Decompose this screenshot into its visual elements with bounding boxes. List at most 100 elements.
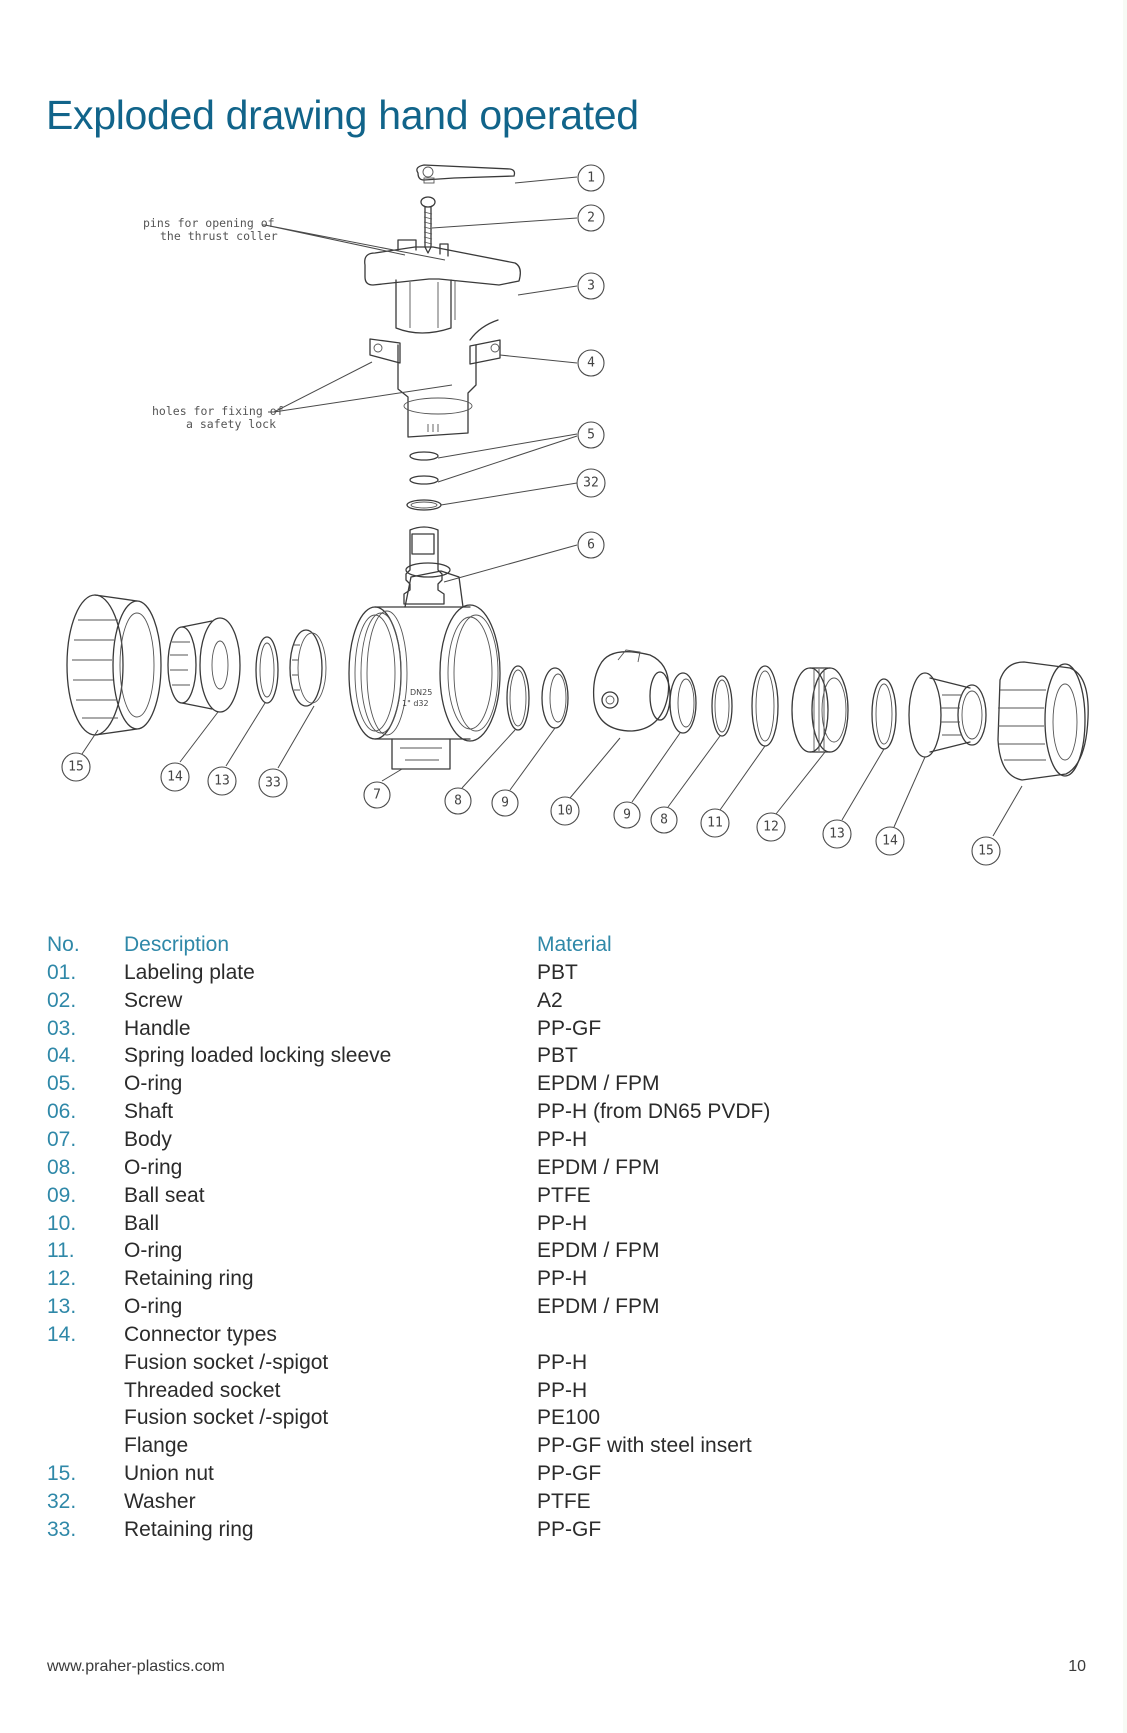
exploded-drawing: DN25 1" d32	[61, 164, 1089, 866]
row-material: EPDM / FPM	[537, 1295, 660, 1319]
callout-5: 5	[577, 421, 605, 449]
row-number: 02.	[47, 988, 77, 1012]
row-number: 05.	[47, 1072, 77, 1096]
annotation-pins-leader	[262, 224, 446, 261]
row-description: O-ring	[124, 1072, 183, 1096]
body-engraving-dn: DN25	[410, 688, 432, 697]
body-engraving-size: 1" d32	[402, 699, 429, 708]
callout-14-right: 14	[875, 826, 905, 856]
callout-4: 4	[577, 349, 605, 377]
row-number: 14.	[47, 1322, 77, 1346]
svg-text:1: 1	[587, 171, 595, 186]
callout-6: 6	[577, 531, 605, 559]
table-row: 05. O-ring EPDM / FPM	[0, 1070, 1127, 1098]
svg-text:6: 6	[587, 538, 595, 553]
callout-3: 3	[577, 272, 605, 300]
row-number: 04.	[47, 1044, 77, 1068]
row-number: 11.	[47, 1239, 75, 1263]
row-number: 13.	[47, 1295, 77, 1319]
svg-text:14: 14	[882, 834, 898, 849]
row-material: PP-GF with steel insert	[537, 1434, 752, 1458]
part-union-nut-left	[66, 594, 162, 736]
row-number: 10.	[47, 1211, 77, 1235]
callout-15-left: 15	[61, 752, 91, 782]
row-description: Screw	[124, 988, 183, 1012]
callout-8-left: 8	[444, 787, 472, 815]
part-connector-right	[908, 672, 987, 758]
page-edge-strip	[1123, 0, 1127, 1733]
svg-text:5: 5	[587, 428, 595, 443]
row-description: Fusion socket /-spigot	[124, 1350, 329, 1374]
row-number: 03.	[47, 1016, 77, 1040]
svg-text:2: 2	[587, 211, 595, 226]
row-number: 06.	[47, 1100, 77, 1124]
part-retaining-ring-12	[791, 667, 849, 753]
callout-33: 33	[258, 768, 288, 798]
footer-website: www.praher-plastics.com	[47, 1658, 225, 1675]
row-material: PP-H (from DN65 PVDF)	[537, 1100, 771, 1124]
svg-text:14: 14	[167, 770, 183, 785]
callout-14-left: 14	[160, 762, 190, 792]
table-row: Flange PP-GF with steel insert	[0, 1432, 1127, 1460]
row-description: Ball seat	[124, 1183, 205, 1207]
row-material: PP-H	[537, 1211, 588, 1235]
part-ball-seat-left	[541, 667, 569, 729]
callout-1: 1	[577, 164, 605, 192]
callout-8-right: 8	[650, 806, 678, 834]
row-number: 33.	[47, 1517, 77, 1541]
svg-text:7: 7	[373, 788, 381, 803]
part-ball	[592, 649, 671, 732]
header-description: Description	[124, 933, 230, 956]
svg-text:10: 10	[557, 804, 573, 819]
callout-2: 2	[577, 204, 605, 232]
part-handle	[364, 239, 521, 334]
part-oring-8-left	[506, 665, 530, 731]
callout-11: 11	[700, 808, 730, 838]
row-material: PP-H	[537, 1350, 588, 1374]
part-oring-8-right	[711, 675, 733, 737]
row-number: 32.	[47, 1490, 77, 1513]
svg-text:4: 4	[587, 356, 595, 371]
svg-text:8: 8	[660, 813, 668, 828]
callout-15-right: 15	[971, 836, 1001, 866]
header-material: Material	[537, 933, 612, 956]
table-row: 09. Ball seat PTFE	[0, 1182, 1127, 1210]
row-material: EPDM / FPM	[537, 1072, 660, 1096]
row-material: PP-H	[537, 1267, 588, 1291]
row-description: Washer	[124, 1490, 196, 1513]
callout-13-right: 13	[822, 819, 852, 849]
row-number: 07.	[47, 1127, 77, 1151]
table-row: Fusion socket /-spigot PP-H	[0, 1349, 1127, 1377]
callout-9-left: 9	[491, 789, 519, 817]
part-oring-left	[255, 636, 279, 704]
row-material: PBT	[537, 960, 578, 984]
svg-text:3: 3	[587, 279, 595, 294]
callout-7: 7	[363, 781, 391, 809]
row-material: EPDM / FPM	[537, 1155, 660, 1179]
part-union-nut-right	[997, 661, 1089, 781]
page-title: Exploded drawing hand operated	[46, 92, 639, 138]
row-description: Connector types	[124, 1322, 277, 1346]
part-body: DN25 1" d32	[348, 562, 501, 770]
svg-text:15: 15	[978, 844, 994, 859]
row-number: 01.	[47, 960, 77, 984]
callout-10: 10	[550, 796, 580, 826]
row-material: PP-GF	[537, 1462, 602, 1486]
row-number: 09.	[47, 1183, 77, 1207]
part-screw	[420, 196, 436, 254]
row-description: Flange	[124, 1434, 189, 1458]
table-row: 14. Connector types	[0, 1321, 1127, 1349]
svg-text:33: 33	[265, 776, 281, 791]
row-material: PP-GF	[537, 1517, 602, 1541]
svg-text:32: 32	[583, 476, 599, 491]
row-material: PP-H	[537, 1127, 588, 1151]
row-material: PTFE	[537, 1183, 591, 1207]
